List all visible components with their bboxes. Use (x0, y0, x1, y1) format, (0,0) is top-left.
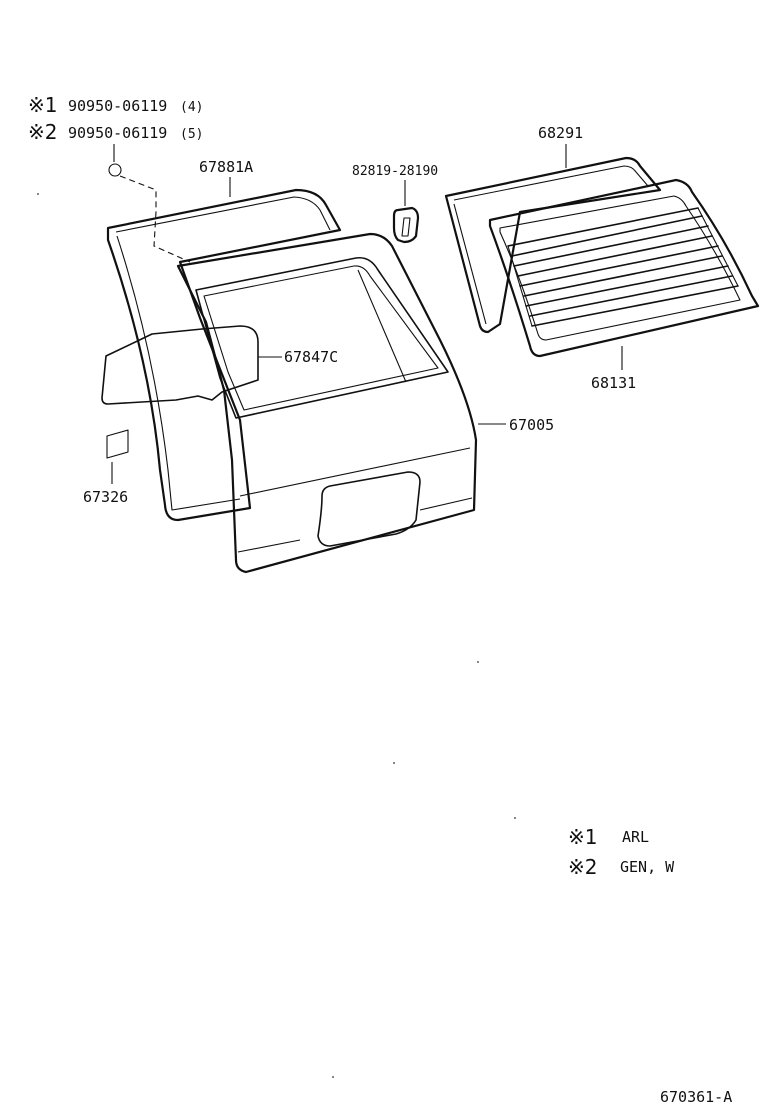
note-1-quantity: (4) (180, 100, 203, 115)
scan-specks (37, 193, 516, 1078)
label-67326: 67326 (83, 488, 128, 506)
pad-outline (106, 429, 129, 459)
weatherstrip-inner-top (115, 196, 331, 233)
speck-1 (37, 193, 39, 195)
note-2: ※2 90950-06119 (5) (28, 120, 203, 144)
grommet-inner (401, 217, 411, 237)
back-door-67005: 67005 (176, 232, 554, 574)
grid-line-2 (511, 215, 703, 257)
back-door-outline (176, 232, 478, 574)
label-68131: 68131 (591, 374, 636, 392)
legend: ※1 ARL ※2 GEN, W (568, 825, 675, 879)
grid-line-5 (519, 245, 719, 287)
back-door-rib-1 (239, 447, 471, 497)
back-door-rib-2 (237, 539, 301, 553)
legend-1-text: ARL (622, 828, 649, 846)
defogger-grid (507, 207, 739, 327)
back-door-window-divider (357, 269, 407, 383)
note-1: ※1 90950-06119 (4) (28, 93, 203, 117)
grid-line-1 (507, 207, 699, 247)
trim-board-67847c: 67847C (101, 325, 338, 405)
legend-1-mark: ※1 (568, 825, 597, 849)
back-door-rib-3 (419, 497, 473, 511)
back-door-window-inner (203, 265, 439, 411)
drawing-code: 670361-A (660, 1088, 732, 1106)
grommet-82819-28190: 82819-28190 (352, 164, 438, 244)
label-67847c: 67847C (284, 348, 338, 366)
grid-line-6 (523, 255, 723, 297)
back-door-window-opening (195, 256, 449, 419)
license-plate-recess (317, 471, 421, 547)
window-seal-68291: 68291 (444, 124, 662, 334)
legend-2-text: GEN, W (620, 858, 675, 876)
note-2-part-number: 90950-06119 (68, 124, 167, 142)
grid-line-3 (513, 225, 709, 267)
label-82819-28190: 82819-28190 (352, 164, 438, 179)
grid-bus-right (697, 207, 739, 287)
speck-3 (514, 817, 516, 819)
weatherstrip-outer (106, 188, 342, 522)
glass-outline (488, 178, 760, 358)
grid-line-7 (525, 265, 729, 307)
window-seal-inner-top (453, 165, 649, 201)
grid-line-8 (529, 275, 733, 317)
window-seal-inner-side (453, 203, 487, 325)
grid-bus-left (507, 245, 533, 327)
note-1-mark: ※1 (28, 93, 57, 117)
clip-part (108, 144, 191, 263)
label-67005: 67005 (509, 416, 554, 434)
note-2-mark: ※2 (28, 120, 57, 144)
speck-2 (477, 661, 479, 663)
window-seal-outer (444, 156, 662, 334)
speck-4 (332, 1076, 334, 1078)
note-2-quantity: (5) (180, 127, 203, 142)
pad-67326: 67326 (83, 429, 129, 506)
defogger-glass-68131: 68131 (488, 178, 760, 392)
grid-line-9 (531, 285, 739, 327)
clip-dashed-guide (119, 175, 191, 263)
label-68291: 68291 (538, 124, 583, 142)
weatherstrip-inner-side (116, 235, 241, 511)
weatherstrip-67881a: 67881A (106, 158, 342, 522)
grommet-icon (392, 206, 420, 244)
grid-line-4 (517, 235, 713, 277)
clip-icon (108, 163, 122, 177)
speck-5 (393, 762, 395, 764)
label-67881a: 67881A (199, 158, 253, 176)
trim-board-outline (101, 325, 259, 405)
legend-2-mark: ※2 (568, 855, 597, 879)
note-1-part-number: 90950-06119 (68, 97, 167, 115)
